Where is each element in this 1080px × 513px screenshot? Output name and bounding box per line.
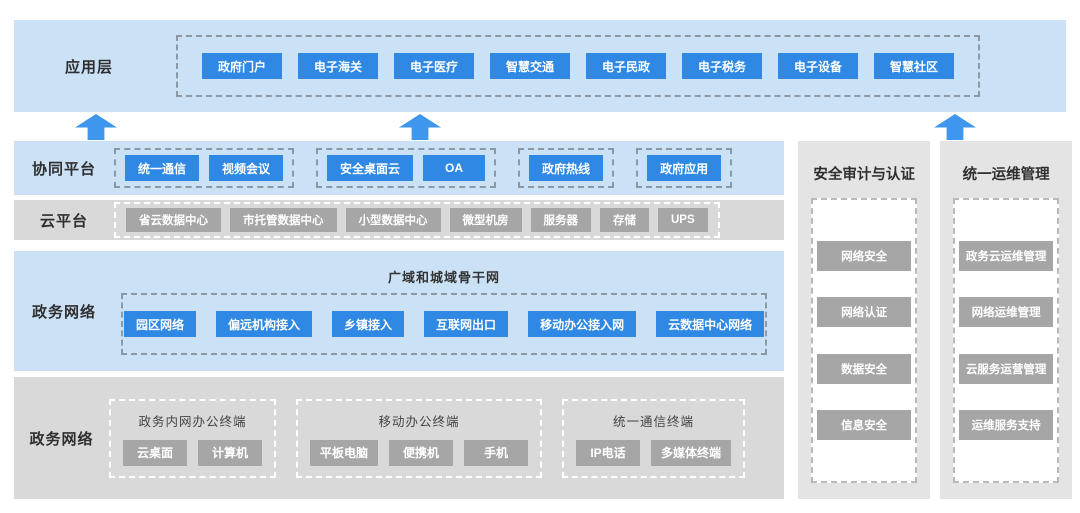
main-area: 协同平台 统一通信 视频会议 安全桌面云 OA 政府热线 政府应用 xyxy=(14,141,1073,499)
collab-node-oa: OA xyxy=(423,155,486,181)
security-node-data-security: 数据安全 xyxy=(817,353,912,384)
app-node-e-civil: 电子民政 xyxy=(586,53,666,79)
cloud-node-ups: UPS xyxy=(658,208,708,232)
cloud-node-micro-room: 微型机房 xyxy=(449,208,522,232)
terminal-group-title: 移动办公终端 xyxy=(378,414,460,429)
collab-node-secure-desktop-cloud: 安全桌面云 xyxy=(327,155,414,181)
security-audit-panel: 网络安全 网络认证 数据安全 信息安全 xyxy=(811,198,918,483)
cloud-platform-row: 云平台 省云数据中心 市托管数据中心 小型数据中心 微型机房 服务器 存储 UP… xyxy=(14,200,785,240)
ops-node-om-service-support: 运维服务支持 xyxy=(959,410,1054,441)
terminals-row: 政务网络 政务内网办公终端 云桌面 计算机 移动办公终端 平板电脑 便携机 xyxy=(14,377,785,499)
terminal-group-items: 平板电脑 便携机 手机 xyxy=(310,439,529,466)
left-layer-stack: 协同平台 统一通信 视频会议 安全桌面云 OA 政府热线 政府应用 xyxy=(14,141,785,499)
collab-node-unified-comm: 统一通信 xyxy=(125,155,200,181)
ops-node-gov-cloud-om: 政务云运维管理 xyxy=(959,240,1054,271)
security-audit-title: 安全审计与认证 xyxy=(813,167,915,183)
backbone-network-title: 广域和城域骨干网 xyxy=(388,270,501,285)
application-layer-row: 应用层 政府门户 电子海关 电子医疗 智慧交通 电子民政 电子税务 电子设备 智… xyxy=(14,20,1066,112)
app-node-e-medical: 电子医疗 xyxy=(394,53,474,79)
security-node-info-security: 信息安全 xyxy=(817,410,912,441)
terminal-group-unified-comm: 统一通信终端 IP电话 多媒体终端 xyxy=(562,398,746,478)
collab-node-gov-hotline: 政府热线 xyxy=(529,155,604,181)
cloud-platform-label: 云平台 xyxy=(39,212,88,230)
ops-management-column: 统一运维管理 政务云运维管理 网络运维管理 云服务运营管理 运维服务支持 xyxy=(940,141,1073,499)
terminal-node-ip-phone: IP电话 xyxy=(576,439,641,466)
ops-management-title: 统一运维管理 xyxy=(962,167,1050,183)
gov-network-label: 政务网络 xyxy=(31,303,96,321)
collab-group-communication: 统一通信 视频会议 xyxy=(114,148,295,188)
terminal-group-items: IP电话 多媒体终端 xyxy=(576,439,732,466)
app-node-e-tax: 电子税务 xyxy=(682,53,762,79)
app-node-e-equipment: 电子设备 xyxy=(778,53,858,79)
terminal-groups: 政务内网办公终端 云桌面 计算机 移动办公终端 平板电脑 便携机 手机 xyxy=(109,398,784,478)
collab-group-desktop: 安全桌面云 OA xyxy=(316,148,497,188)
terminal-node-phone: 手机 xyxy=(464,439,529,466)
cloud-node-province-dc: 省云数据中心 xyxy=(126,208,221,232)
network-nodes-container: 园区网络 偏远机构接入 乡镇接入 互联网出口 移动办公接入网 云数据中心网络 xyxy=(120,293,768,355)
application-layer-label: 应用层 xyxy=(64,58,113,76)
collab-node-gov-apps: 政府应用 xyxy=(647,155,722,181)
cloud-node-city-hosted-dc: 市托管数据中心 xyxy=(230,208,337,232)
terminal-group-title: 统一通信终端 xyxy=(613,414,695,429)
up-arrow-icon xyxy=(399,114,441,140)
collab-group-apps: 政府应用 xyxy=(636,148,733,188)
cloud-node-server: 服务器 xyxy=(530,208,591,232)
cloud-node-small-dc: 小型数据中心 xyxy=(345,208,441,232)
app-node-e-customs: 电子海关 xyxy=(298,53,378,79)
up-arrow-icon xyxy=(934,114,976,140)
network-node-mobile-access: 移动办公接入网 xyxy=(528,311,637,337)
network-node-campus: 园区网络 xyxy=(124,311,197,337)
security-node-network-security: 网络安全 xyxy=(817,240,912,271)
security-node-network-auth: 网络认证 xyxy=(817,297,912,328)
network-node-remote-access: 偏远机构接入 xyxy=(216,311,313,337)
collaboration-platform-row: 协同平台 统一通信 视频会议 安全桌面云 OA 政府热线 政府应用 xyxy=(14,141,785,195)
terminal-group-title: 政务内网办公终端 xyxy=(138,414,247,429)
ops-management-panel: 政务云运维管理 网络运维管理 云服务运营管理 运维服务支持 xyxy=(953,198,1060,483)
terminal-node-laptop: 便携机 xyxy=(389,439,454,466)
application-apps-container: 政府门户 电子海关 电子医疗 智慧交通 电子民政 电子税务 电子设备 智慧社区 xyxy=(176,35,980,97)
network-node-internet-exit: 互联网出口 xyxy=(424,311,509,337)
terminal-node-computer: 计算机 xyxy=(198,439,262,466)
terminal-group-intranet-office: 政务内网办公终端 云桌面 计算机 xyxy=(109,398,276,478)
collaboration-platform-label: 协同平台 xyxy=(31,160,96,178)
up-arrow-icon xyxy=(75,114,117,140)
ops-node-cloud-service-ops: 云服务运营管理 xyxy=(959,353,1054,384)
app-node-smart-community: 智慧社区 xyxy=(874,53,954,79)
gov-network-row: 政务网络 广域和城域骨干网 园区网络 偏远机构接入 乡镇接入 互联网出口 移动办… xyxy=(14,251,785,371)
cloud-nodes-container: 省云数据中心 市托管数据中心 小型数据中心 微型机房 服务器 存储 UPS xyxy=(114,202,720,238)
cloud-node-storage: 存储 xyxy=(600,208,649,232)
app-node-smart-traffic: 智慧交通 xyxy=(490,53,570,79)
network-node-township-access: 乡镇接入 xyxy=(332,311,405,337)
security-audit-column: 安全审计与认证 网络安全 网络认证 数据安全 信息安全 xyxy=(798,141,931,499)
terminal-node-cloud-desktop: 云桌面 xyxy=(123,439,187,466)
terminal-group-mobile-office: 移动办公终端 平板电脑 便携机 手机 xyxy=(296,398,543,478)
collab-node-video-conf: 视频会议 xyxy=(209,155,284,181)
terminal-group-items: 云桌面 计算机 xyxy=(123,439,262,466)
terminals-label: 政务网络 xyxy=(29,430,94,448)
terminal-node-multimedia: 多媒体终端 xyxy=(651,439,732,466)
network-content: 广域和城域骨干网 园区网络 偏远机构接入 乡镇接入 互联网出口 移动办公接入网 … xyxy=(114,267,784,355)
terminal-node-tablet: 平板电脑 xyxy=(310,439,379,466)
layer-connection-arrows xyxy=(14,112,1066,141)
app-node-gov-portal: 政府门户 xyxy=(202,53,282,79)
ops-node-network-om: 网络运维管理 xyxy=(959,297,1054,328)
network-node-cloud-dc-network: 云数据中心网络 xyxy=(656,311,765,337)
collaboration-groups: 统一通信 视频会议 安全桌面云 OA 政府热线 政府应用 xyxy=(114,148,784,188)
collab-group-hotline: 政府热线 xyxy=(518,148,615,188)
